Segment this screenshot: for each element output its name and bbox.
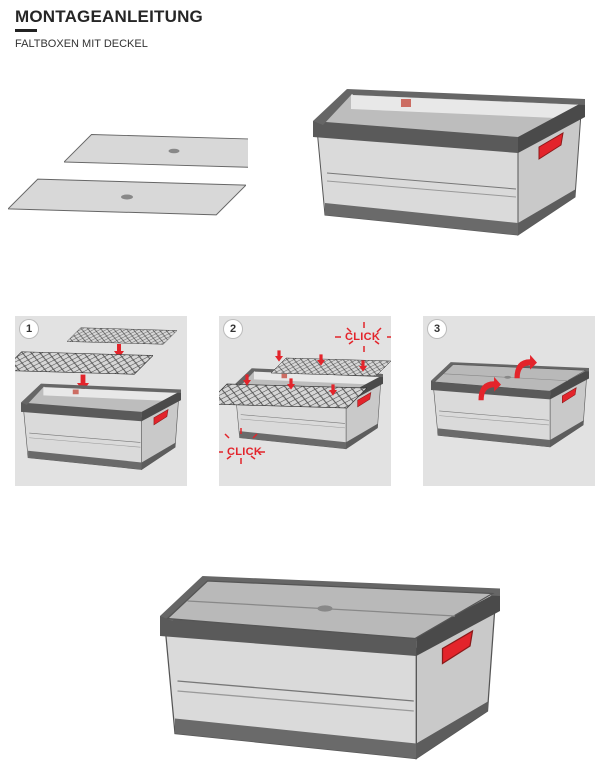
title-underline	[15, 29, 37, 32]
lid-panels-illustration	[8, 134, 248, 216]
step-3-panel: 3	[423, 316, 595, 486]
click-label: CLICK	[227, 446, 263, 458]
step-1-illustration	[15, 327, 181, 470]
step-number: 3	[428, 320, 446, 338]
step-2-illustration	[219, 322, 391, 464]
click-label: CLICK	[345, 331, 381, 343]
closed-crate-illustration	[160, 566, 500, 766]
step-2-panel: 2 CLICK CLICK	[219, 316, 391, 486]
step-number: 1	[20, 320, 38, 338]
page-title: MONTAGEANLEITUNG	[15, 7, 203, 26]
page-subtitle: FALTBOXEN MIT DECKEL	[15, 38, 148, 50]
open-crate-illustration	[313, 88, 585, 236]
step-number: 2	[224, 320, 242, 338]
step-3-illustration	[423, 354, 595, 486]
step-1-panel: 1	[15, 316, 187, 486]
